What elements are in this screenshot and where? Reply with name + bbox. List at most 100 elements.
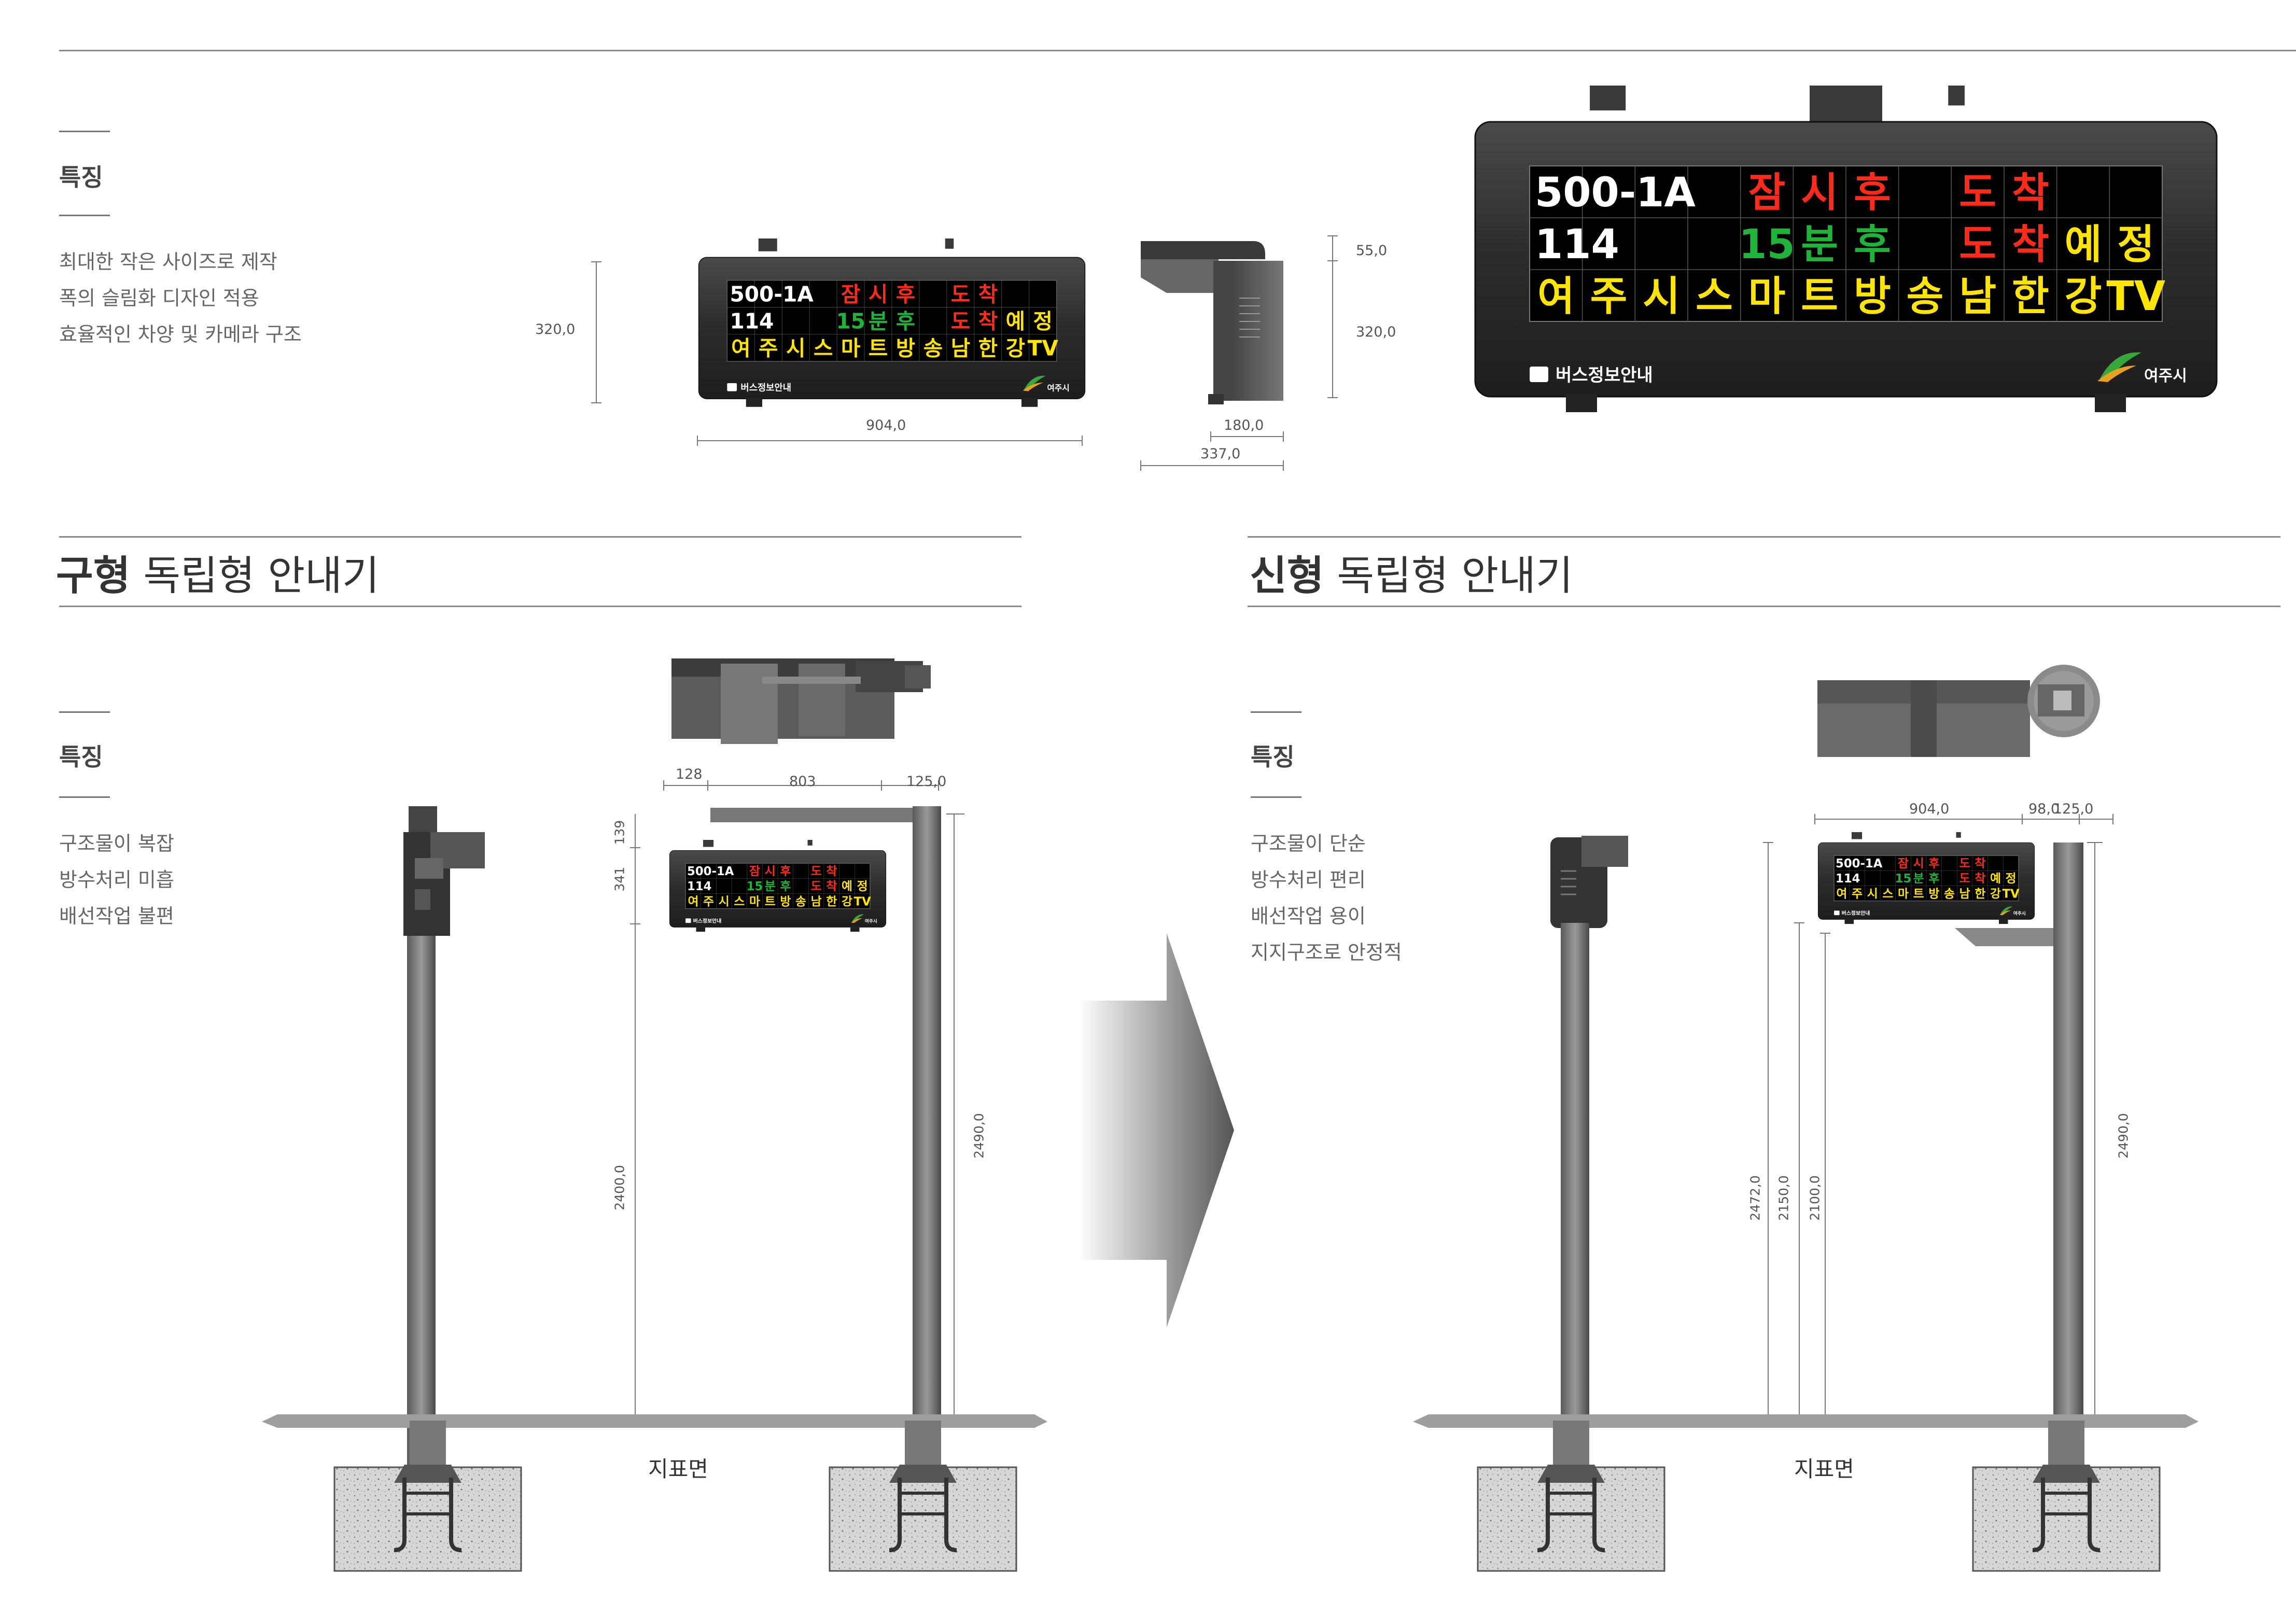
old-side-pole [403, 806, 485, 1480]
old-front-pole-structure [710, 806, 941, 1475]
footer-label: 버스정보안내 [693, 918, 722, 924]
status-char: 분 [1913, 872, 1924, 886]
old-title-bold: 구형 [56, 553, 131, 599]
route-number: 500-1A [1535, 170, 1696, 216]
transition-arrow [1079, 933, 1234, 1327]
feature-item: 효율적인 차양 및 카메라 구조 [59, 323, 302, 346]
visor-mount [1948, 86, 1965, 106]
new-title-bold: 신형 [1250, 553, 1324, 599]
old-dim-d: 139 [612, 820, 627, 845]
brand-logo-icon [851, 914, 864, 922]
feature-list: 최대한 작은 사이즈로 제작 폭의 슬림화 디자인 적용 효율적인 차양 및 카… [59, 244, 302, 353]
brand-name: 여주시 [865, 918, 877, 924]
feature-rule [1251, 796, 1301, 798]
footer-label: 버스정보안내 [1842, 910, 1870, 917]
new-ground-label: 지표면 [1794, 1456, 1854, 1482]
ticker-char: 스 [734, 895, 745, 908]
display-foot [746, 397, 762, 407]
new-dim-b: 98,0 [2028, 801, 2060, 817]
status-char: 후 [1854, 221, 1891, 268]
arrival-char: 착 [2012, 170, 2049, 216]
visor-mount [1851, 832, 1863, 839]
ticker-char: 강 [1006, 336, 1025, 361]
ticker-char: 마 [1898, 887, 1909, 901]
ticker-char: 강 [1990, 887, 2001, 901]
arrival-char: 예 [2065, 221, 2102, 268]
ticker-char: 강 [2065, 273, 2102, 320]
arrival-char: 도 [1959, 221, 1996, 268]
old-dim-c: 125,0 [906, 774, 947, 790]
ticker-char: 스 [814, 336, 833, 361]
side-dims [1327, 235, 1338, 398]
status-char: 후 [1854, 170, 1891, 216]
arrival-char: 예 [842, 880, 852, 893]
ticker-char: 마 [749, 895, 760, 908]
old-ground-label: 지표면 [648, 1456, 708, 1482]
footer-label: 버스정보안내 [740, 383, 791, 394]
ticker-char: 시 [786, 336, 805, 361]
ticker-char: 트 [1801, 273, 1838, 320]
ticker-char: 남 [951, 336, 970, 361]
arrival-char: 착 [978, 308, 998, 333]
new-title: 신형 독립형 안내기 [1250, 543, 1573, 601]
old-dims-vertical [630, 813, 964, 1419]
old-dim-f: 2400,0 [612, 1165, 627, 1211]
brand-name: 여주시 [2144, 367, 2187, 385]
foundation-old-right [829, 1421, 1017, 1572]
new-dim-e: 2150,0 [1776, 1175, 1791, 1221]
dim-height: 320,0 [535, 321, 576, 338]
new-dim-d: 2472,0 [1747, 1175, 1763, 1221]
old-top-view [671, 658, 931, 744]
ticker-char: 송 [1907, 273, 1944, 320]
ticker-char: 여 [1836, 887, 1847, 901]
arrival-char: 착 [826, 865, 837, 878]
ticker-char: 한 [1975, 887, 1985, 901]
ticker-char: 한 [2012, 273, 2049, 320]
old-dim-b: 803 [789, 774, 816, 790]
new-dims-vertical [1763, 842, 2103, 1421]
bus-icon [1530, 367, 1548, 382]
arrival-char: 예 [1990, 872, 2001, 886]
ticker-char: 트 [765, 895, 776, 908]
old-feature-list: 구조물이 복잡 방수처리 미흡 배선작업 불편 [59, 825, 174, 934]
foundation-new-right [1972, 1421, 2161, 1572]
feature-item: 방수처리 편리 [1251, 868, 1366, 891]
bus-icon [727, 383, 737, 391]
side-view [1141, 241, 1283, 404]
feature-rule [1251, 711, 1301, 713]
status-char: 후 [1928, 857, 1939, 870]
visor-mount [945, 238, 954, 249]
dim-height-line [591, 261, 601, 403]
depth-dims [1140, 431, 1284, 471]
status-char: 15 [1739, 221, 1795, 268]
route-number: 114 [1535, 221, 1619, 268]
arrival-char: 도 [951, 282, 970, 306]
visor-mount [807, 840, 813, 846]
status-char: 15 [1895, 872, 1912, 886]
new-title-rule-top [1248, 536, 2280, 538]
new-dim-a: 904,0 [1909, 801, 1950, 817]
camera-housing [1810, 86, 1882, 122]
ticker-char: TV [2003, 887, 2020, 901]
feature-item: 폭의 슬림화 디자인 적용 [59, 287, 259, 310]
arrival-char: 착 [1975, 872, 1985, 886]
route-number: 114 [730, 308, 774, 333]
dim-depth-outer: 337,0 [1200, 446, 1241, 462]
footer-label: 버스정보안내 [1556, 365, 1653, 386]
display-foot [850, 926, 860, 932]
status-char: 시 [1801, 170, 1838, 216]
display-foot [1999, 918, 2008, 924]
ticker-char: 남 [1959, 273, 1996, 320]
status-char: 후 [780, 880, 791, 893]
route-number: 114 [1836, 872, 1860, 886]
dim-width: 904,0 [866, 417, 906, 433]
ticker-char: 강 [842, 895, 852, 908]
status-char: 후 [896, 282, 915, 306]
ticker-char: 트 [869, 336, 888, 361]
ticker-char: 방 [896, 336, 915, 361]
feature-item: 지지구조로 안정적 [1251, 941, 1402, 964]
